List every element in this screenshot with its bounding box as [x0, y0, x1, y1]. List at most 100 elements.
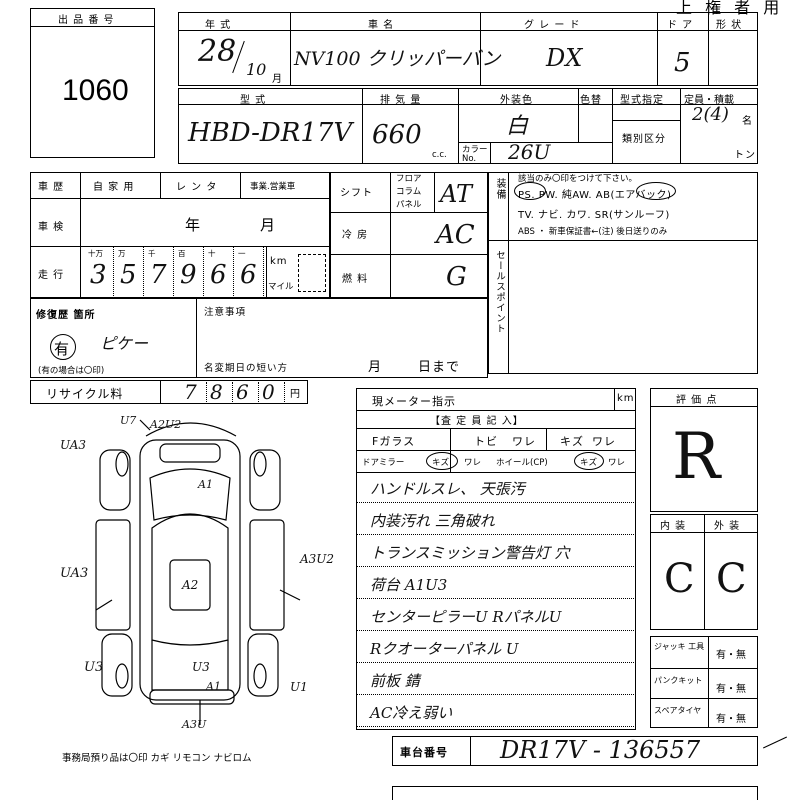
diagram-mark-2: A2U2: [150, 418, 182, 431]
car-name-label: 車 名: [368, 20, 395, 31]
shift-label: シフト: [340, 188, 373, 199]
wheel-rl: [115, 663, 129, 689]
inspection-label: 車 検: [38, 222, 65, 233]
mileage-digit: 7: [150, 260, 167, 290]
diagram-mark-6: A3U2: [300, 552, 335, 566]
diagram-mark-12: A1: [206, 680, 221, 693]
capacity-label: 定員・積載: [684, 95, 734, 106]
leader-3: [279, 589, 301, 601]
chassis-box: [392, 736, 758, 766]
mileage-digit-label: 百: [178, 249, 186, 258]
fuel-value: G: [446, 262, 467, 292]
row2-box: [178, 88, 758, 164]
right-doors: [249, 519, 285, 631]
ab-circle: [636, 182, 676, 200]
fglass-ware: ワレ: [512, 435, 536, 448]
fglass-label: Fガラス: [372, 435, 416, 448]
tools-box: [650, 636, 758, 728]
diagram-mark-5: UA3: [60, 566, 89, 581]
wheel-kizu: キズ: [580, 458, 598, 468]
exterior-color-value: 白: [506, 114, 529, 139]
type-spec-label: 型式指定: [620, 95, 664, 106]
grade-value: DX: [546, 44, 583, 72]
ton-unit: トン: [734, 150, 756, 161]
name-change-day: 日まで: [418, 360, 461, 375]
recycle-digit: 8: [210, 380, 223, 404]
grade-point-label: 評 価 点: [676, 395, 718, 406]
interior-value: C: [664, 556, 695, 602]
equipment-note: 該当のみ〇印をつけて下さい。: [518, 174, 638, 184]
color-number-label: カラー No.: [462, 145, 488, 164]
mileage-digit-label: 万: [118, 249, 126, 258]
recycle-digit: 0: [262, 380, 275, 404]
front-grille: [159, 443, 221, 463]
model-value: HBD-DR17V: [188, 118, 353, 148]
inspector-note: 前板 錆: [370, 672, 420, 690]
wheel-ware: ワレ: [608, 458, 626, 468]
diagram-mark-9: U3: [192, 660, 210, 674]
diagram-mark-3: UA3: [60, 438, 87, 452]
inspector-note: AC冷え弱い: [370, 704, 453, 722]
inspector-note: センターピラーU RパネルU: [370, 608, 562, 626]
class-label: 類別区分: [622, 134, 666, 145]
meter-unit: km: [617, 393, 635, 404]
shift-panel: パネル: [396, 200, 422, 210]
car-name-value: NV100 クリッパーバン: [294, 48, 501, 70]
mirror-label: ドアミラー: [362, 458, 405, 468]
ac-label: 冷 房: [342, 230, 369, 241]
recycle-digit: 7: [184, 380, 197, 404]
equipment-box: [488, 172, 758, 374]
fglass-kizu: キズ: [560, 435, 584, 448]
equipment-line3: ABS ・ 新車保証書←(注) 後日送りのみ: [518, 227, 668, 237]
inspector-note: トランスミッション警告灯 穴: [370, 544, 570, 562]
inspector-title: 【査 定 員 記 入】: [430, 416, 524, 427]
mirror-kizu-circle: [426, 452, 458, 470]
history-rental: レ ン タ: [176, 182, 218, 193]
grade-label: グ レ ー ド: [524, 20, 581, 31]
inspection-month-unit: 月: [260, 216, 277, 234]
wheel-fr: [253, 451, 267, 477]
capacity-value: 2(4): [692, 104, 729, 125]
fuel-label: 燃 料: [342, 274, 369, 285]
shape-label: 形 状: [716, 20, 743, 31]
mileage-digit-label: 十: [208, 249, 216, 258]
lot-number-box: [30, 8, 155, 158]
mileage-digit: 5: [120, 260, 137, 290]
recycle-label: リサイクル料: [46, 387, 124, 401]
lot-number-value: 1060: [62, 74, 129, 107]
row1-box: [178, 12, 758, 86]
color-change-label: 色替: [580, 95, 602, 106]
grade-point-value: R: [672, 420, 721, 494]
mileage-digit-label: 十万: [88, 249, 103, 258]
hood: [149, 468, 231, 521]
repair-circle: [50, 334, 76, 360]
displacement-value: 660: [372, 120, 422, 150]
chassis-label: 車台番号: [400, 746, 448, 759]
mile-checkbox: [298, 254, 326, 292]
lot-number-label: 出 品 番 号: [58, 15, 115, 26]
name-change-label: 名変期日の短い方: [204, 363, 289, 374]
recycle-unit: 円: [290, 389, 300, 400]
wheel-label: ホイール(CP): [496, 458, 548, 468]
bottom-box: [392, 786, 758, 800]
history-box: [30, 172, 330, 298]
inspector-note: ハンドルスレ、 天張汚: [370, 480, 525, 498]
shift-column: コラム: [396, 187, 422, 197]
mileage-digit: 3: [90, 260, 107, 290]
repair-handwritten: ピケー: [100, 334, 149, 353]
shift-value: AT: [440, 180, 473, 208]
meter-label: 現メーター指示: [372, 395, 456, 408]
shift-floor: フロア: [396, 174, 422, 184]
equipment-line2: TV. ナビ. カワ. SR(サンルーフ): [518, 210, 670, 221]
repair-value: 有: [54, 340, 71, 358]
diagram-mark-7: U3: [84, 660, 104, 675]
fglass-ware2: ワレ: [592, 435, 616, 448]
mileage-digit: 6: [240, 260, 257, 290]
ac-value: AC: [436, 220, 475, 250]
recycle-box: [30, 380, 308, 404]
tool-label: ジャッキ 工具: [654, 642, 705, 651]
ps-circle: [514, 182, 546, 200]
